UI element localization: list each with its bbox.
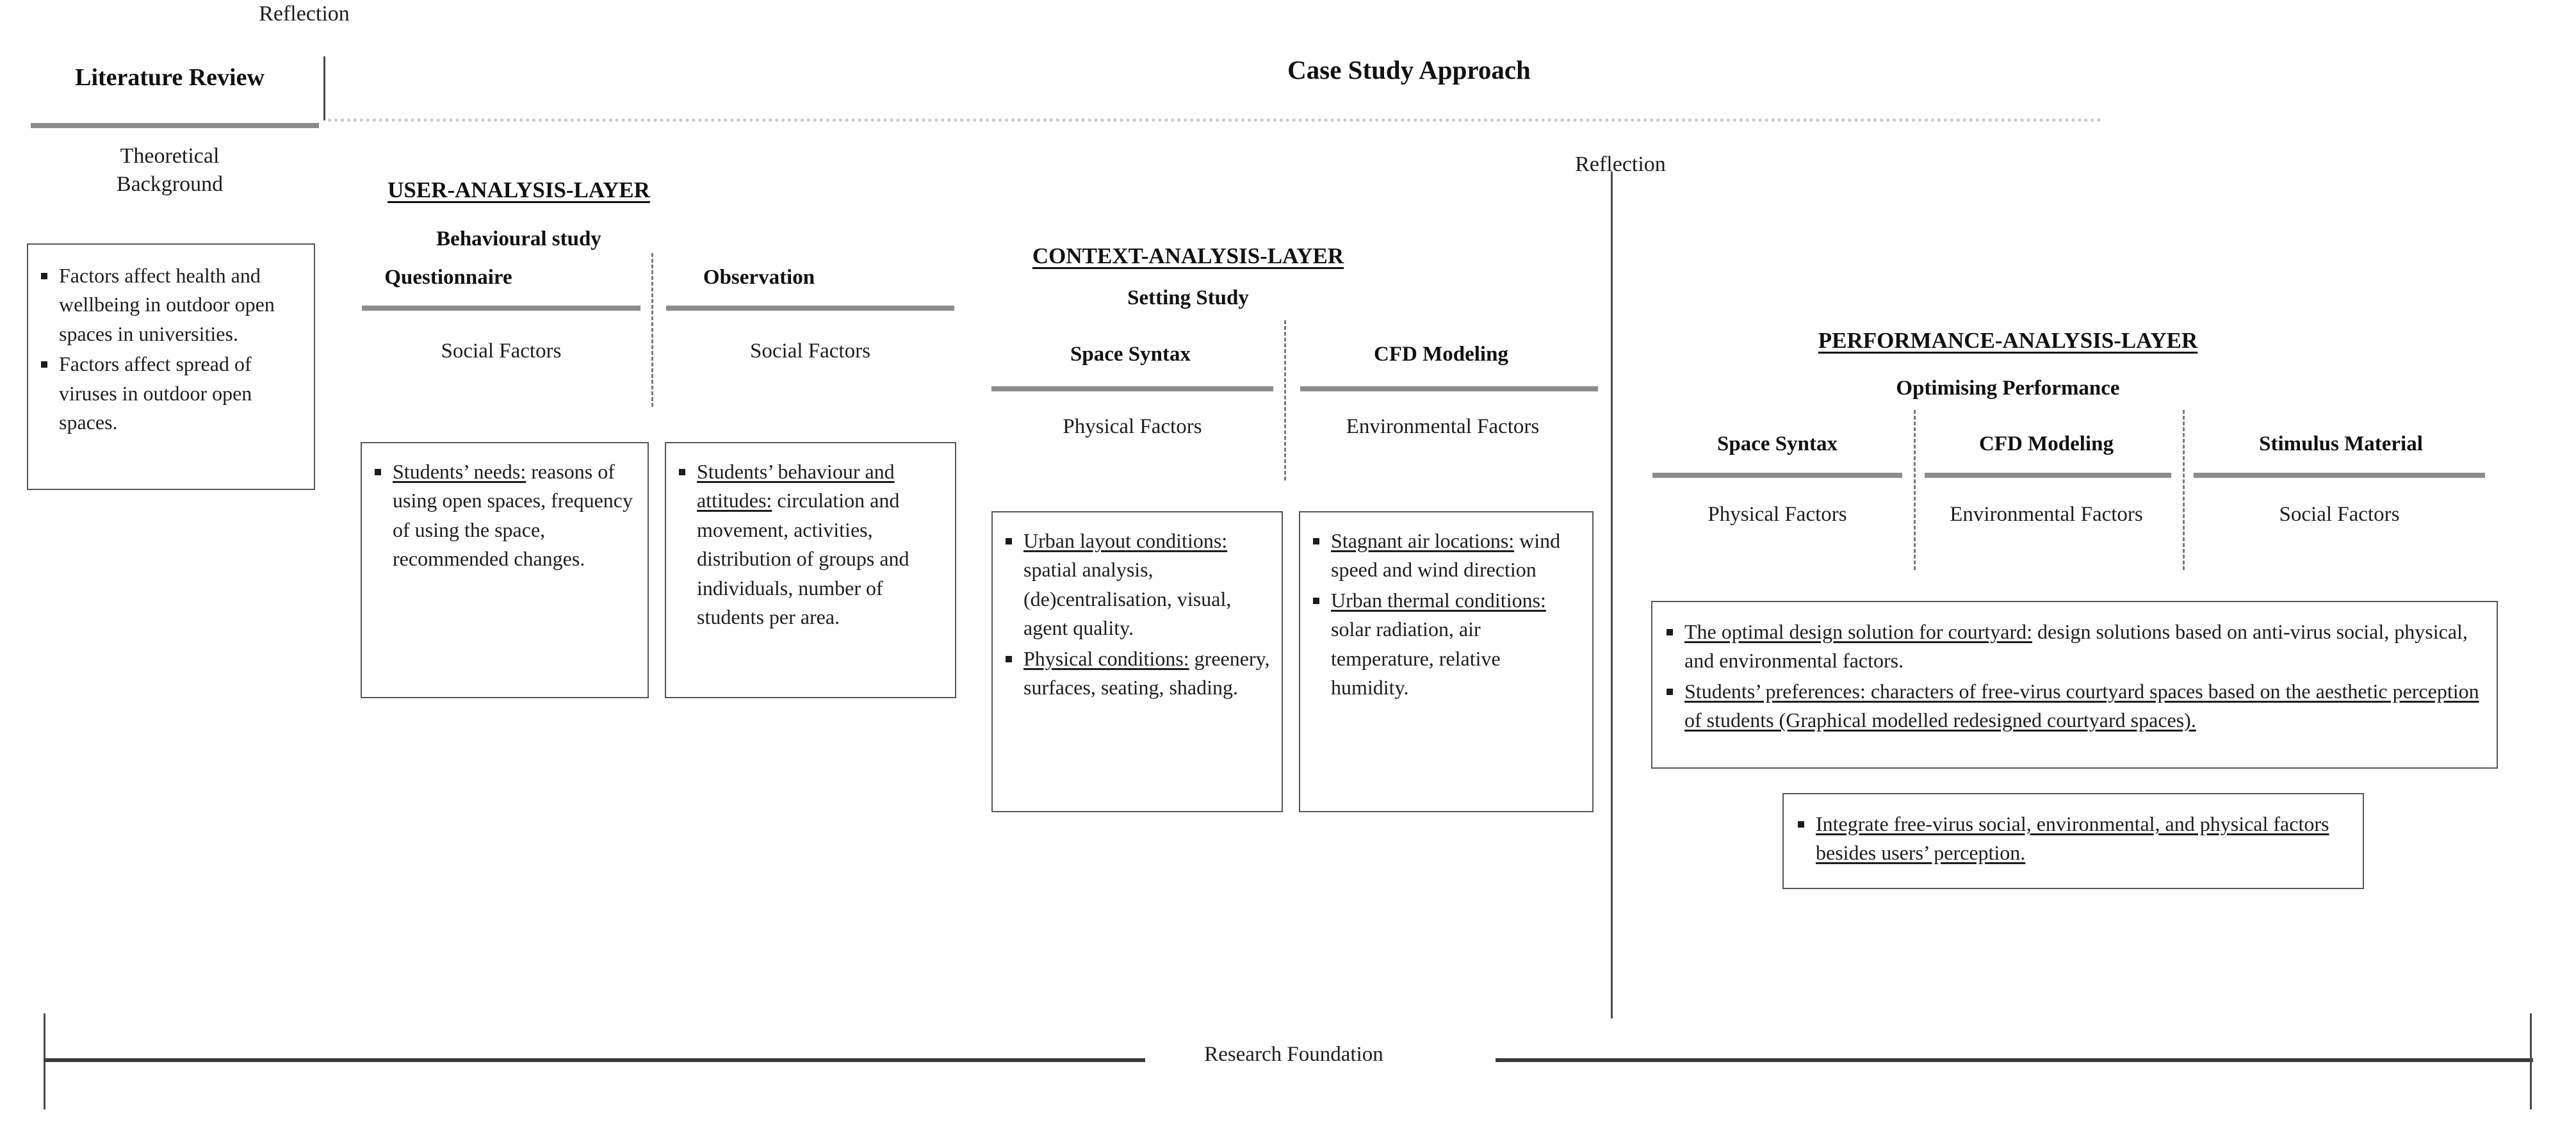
context-analysis-layer-title: CONTEXT-ANALYSIS-LAYER: [1032, 243, 1344, 268]
user-column-method-observation: Observation: [703, 266, 815, 289]
performance-analysis-layer-title: PERFORMANCE-ANALYSIS-LAYER: [1818, 328, 2198, 353]
performance-column-method-cfd: CFD Modeling: [1979, 432, 2114, 455]
left-vertical-divider: [323, 56, 325, 120]
optimising-performance-subtitle: Optimising Performance: [1896, 377, 2120, 400]
context-column-factor-right: Environmental Factors: [1346, 415, 1540, 438]
theoretical-background-line1: Theoretical: [120, 144, 220, 168]
performance-column-factor-3: Social Factors: [2279, 503, 2400, 526]
bullet-lead-underline: Urban layout conditions:: [1023, 529, 1228, 552]
performance-dashed-divider-2: [2183, 410, 2185, 570]
bullet-lead-underline: Students’ behaviour and attitudes:: [697, 460, 895, 512]
bullet-full-underline: Integrate free-virus social, environment…: [1816, 812, 2329, 865]
bullet-lead-underline: Stagnant air locations:: [1331, 529, 1515, 552]
user-column-rule-left: [362, 306, 640, 311]
context-column-rule-right: [1300, 386, 1598, 391]
theoretical-background-line2: Background: [116, 172, 224, 196]
bullet-lead-underline: The optimal design solution for courtyar…: [1684, 620, 2032, 643]
list-item: The optimal design solution for courtyar…: [1663, 618, 2480, 676]
case-study-approach-title: Case Study Approach: [1287, 55, 1531, 85]
user-column-factor-left: Social Factors: [441, 340, 562, 363]
bullet-lead-underline: Physical conditions:: [1023, 646, 1189, 670]
list-item: Students’ preferences: characters of fre…: [1663, 677, 2480, 735]
list-item: Urban thermal conditions: solar radiatio…: [1309, 586, 1581, 703]
research-foundation-rule-right: [1496, 1058, 2533, 1062]
performance-main-bullet-list: The optimal design solution for courtyar…: [1663, 618, 2480, 735]
user-observation-bullet-list: Students’ behaviour and attitudes: circu…: [675, 457, 943, 632]
performance-analysis-box-sub: Integrate free-virus social, environment…: [1782, 793, 2364, 889]
context-column-factor-left: Physical Factors: [1063, 415, 1202, 438]
list-item: Integrate free-virus social, environment…: [1794, 810, 2350, 868]
user-analysis-layer-title: USER-ANALYSIS-LAYER: [387, 177, 650, 202]
context-analysis-box-cfd: Stagnant air locations: wind speed and w…: [1299, 511, 1594, 812]
literature-bullet-list: Factors affect health and wellbeing in o…: [37, 261, 302, 438]
user-analysis-box-questionnaire: Students’ needs: reasons of using open s…: [361, 442, 649, 698]
reflection-label-left: Reflection: [259, 2, 350, 26]
literature-review-rule: [31, 123, 319, 128]
performance-sub-bullet-list: Integrate free-virus social, environment…: [1794, 810, 2350, 868]
user-column-rule-right: [666, 306, 954, 311]
context-column-dashed-divider: [1284, 320, 1286, 480]
list-item: Factors affect health and wellbeing in o…: [37, 261, 302, 348]
user-column-method-questionnaire: Questionnaire: [384, 266, 512, 289]
list-item: Students’ behaviour and attitudes: circu…: [675, 457, 943, 632]
context-space-syntax-bullet-list: Urban layout conditions: spatial analysi…: [1002, 527, 1270, 703]
case-study-dotted-rule: [328, 119, 2102, 122]
list-item: Factors affect spread of viruses in outd…: [37, 350, 302, 437]
user-column-dashed-divider: [651, 253, 653, 407]
performance-column-method-stimulus: Stimulus Material: [2259, 432, 2423, 455]
research-foundation-label: Research Foundation: [1204, 1043, 1383, 1066]
behavioural-study-subtitle: Behavioural study: [436, 227, 601, 250]
literature-review-box: Factors affect health and wellbeing in o…: [27, 243, 315, 490]
reflection-label-right: Reflection: [1575, 152, 1666, 176]
list-item: Urban layout conditions: spatial analysi…: [1002, 527, 1270, 643]
context-column-rule-left: [991, 386, 1273, 391]
bullet-lead-underline: Urban thermal conditions:: [1331, 588, 1546, 612]
research-foundation-rule-left: [44, 1058, 1145, 1062]
bullet-lead-underline: Students’ needs:: [393, 460, 526, 483]
performance-column-factor-2: Environmental Factors: [1950, 503, 2143, 526]
performance-column-rule-2: [1925, 473, 2171, 478]
performance-analysis-box-main: The optimal design solution for courtyar…: [1651, 601, 2498, 769]
performance-column-rule-1: [1652, 473, 1902, 478]
right-vertical-divider: [1611, 172, 1613, 1019]
setting-study-subtitle: Setting Study: [1127, 286, 1249, 309]
performance-column-factor-1: Physical Factors: [1708, 503, 1847, 526]
list-item: Physical conditions: greenery, surfaces,…: [1002, 644, 1270, 703]
bullet-full-underline: Students’ preferences: characters of fre…: [1684, 679, 2479, 732]
bottom-right-vertical-tick: [2530, 1013, 2532, 1109]
context-analysis-box-space-syntax: Urban layout conditions: spatial analysi…: [991, 511, 1283, 812]
performance-column-rule-3: [2194, 473, 2485, 478]
user-questionnaire-bullet-list: Students’ needs: reasons of using open s…: [371, 457, 636, 574]
context-cfd-bullet-list: Stagnant air locations: wind speed and w…: [1309, 527, 1581, 703]
user-column-factor-right: Social Factors: [750, 340, 870, 363]
list-item: Stagnant air locations: wind speed and w…: [1309, 527, 1581, 585]
performance-column-method-space-syntax: Space Syntax: [1717, 432, 1838, 455]
context-column-method-cfd: CFD Modeling: [1374, 343, 1508, 366]
literature-review-title: Literature Review: [75, 64, 265, 91]
user-analysis-box-observation: Students’ behaviour and attitudes: circu…: [665, 442, 956, 698]
performance-dashed-divider-1: [1914, 410, 1916, 570]
context-column-method-space-syntax: Space Syntax: [1070, 343, 1191, 366]
list-item: Students’ needs: reasons of using open s…: [371, 457, 636, 574]
